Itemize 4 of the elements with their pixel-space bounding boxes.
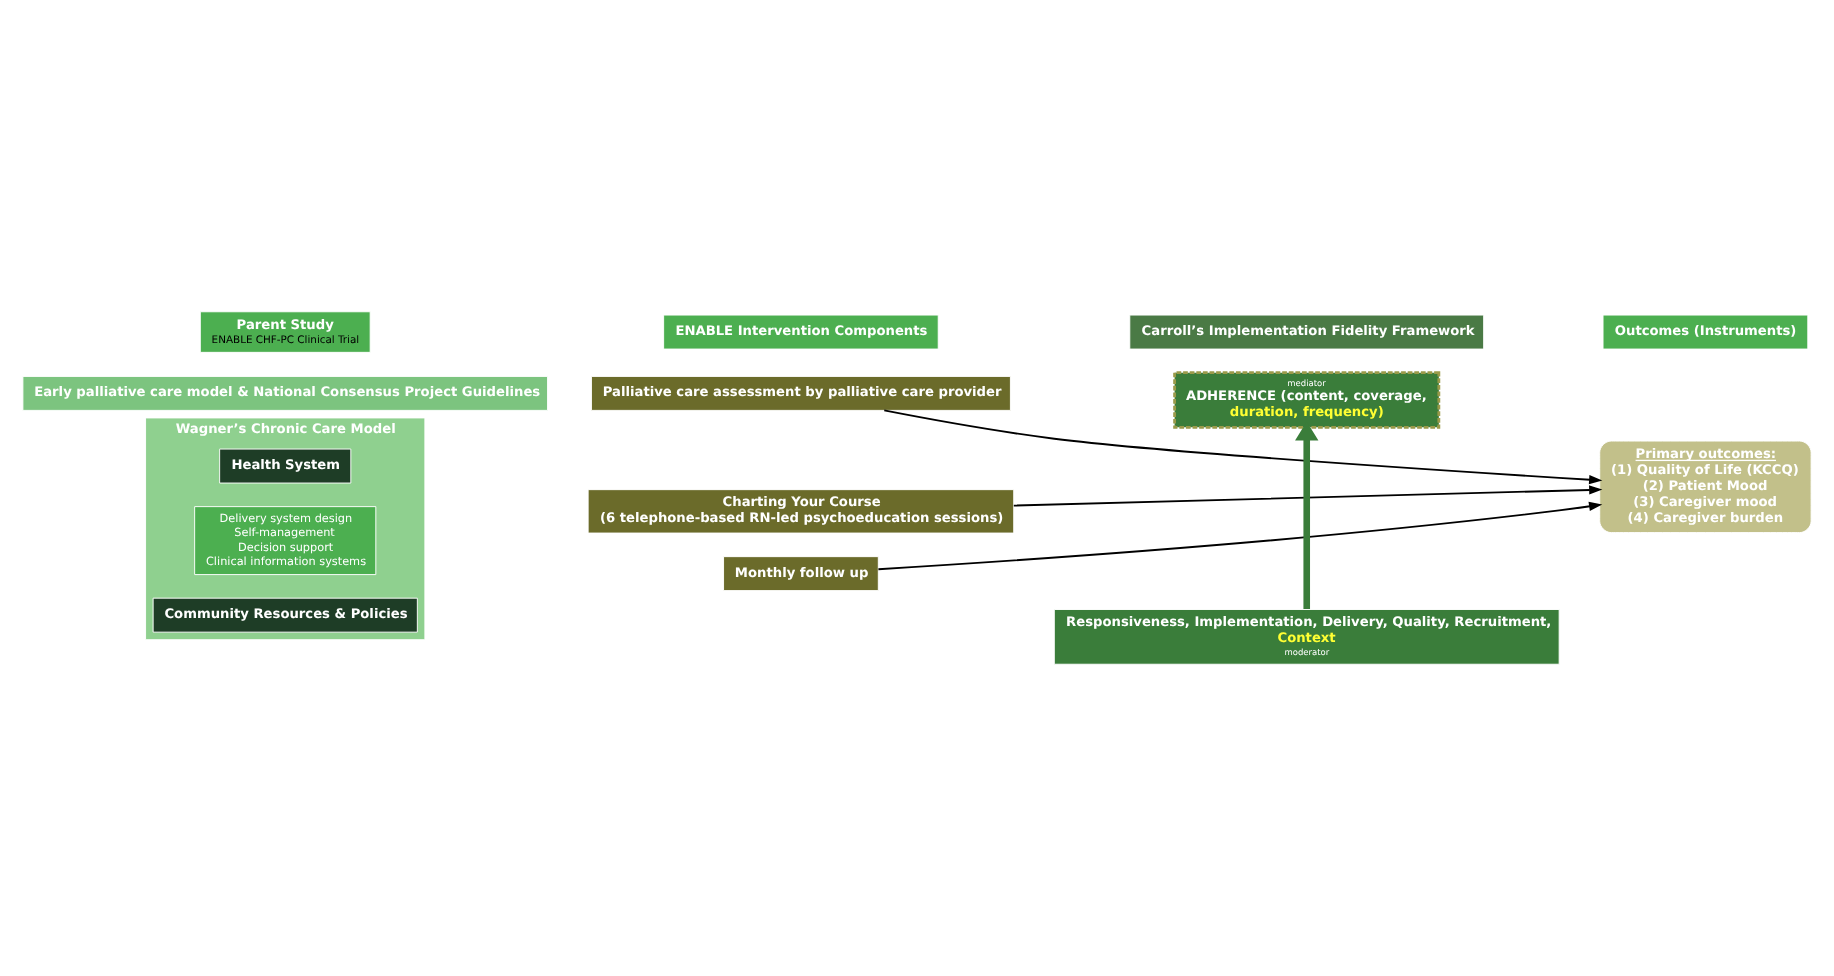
arrow xyxy=(877,501,1603,571)
arrow xyxy=(883,409,1603,485)
arrow xyxy=(1012,485,1603,507)
arrow xyxy=(1295,421,1319,610)
